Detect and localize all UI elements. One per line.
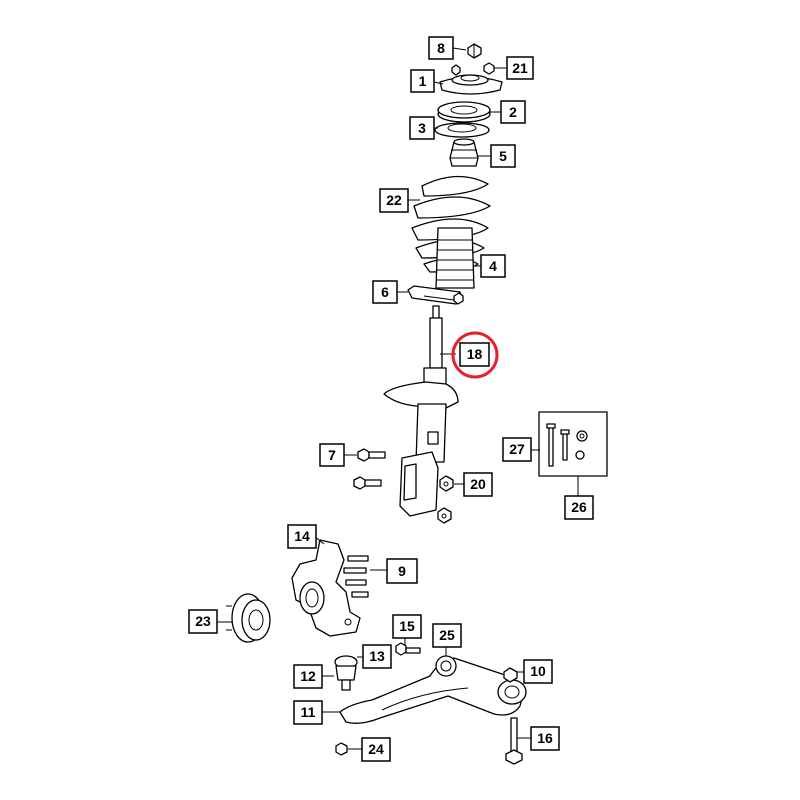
svg-text:27: 27 [509, 441, 525, 457]
callout-14: 14 [287, 524, 317, 549]
svg-text:16: 16 [537, 730, 553, 746]
callout-9: 9 [386, 558, 418, 584]
callout-21: 21 [506, 56, 534, 80]
svg-text:5: 5 [499, 148, 507, 164]
part-18-strut-assembly [383, 305, 459, 517]
svg-text:24: 24 [368, 741, 384, 757]
part-12-13-ball-joint [334, 655, 358, 691]
callout-13: 13 [362, 644, 392, 669]
part-6-isolator [407, 285, 464, 305]
svg-text:4: 4 [489, 258, 497, 274]
svg-text:18: 18 [467, 346, 483, 362]
part-11-25-lower-control-arm [339, 655, 527, 724]
callout-22: 22 [379, 188, 409, 213]
part-26-27-hardware-kit [538, 411, 608, 477]
svg-text:15: 15 [399, 618, 415, 634]
callout-27: 27 [502, 437, 532, 462]
part-23-hub-bearing [226, 593, 271, 643]
svg-text:9: 9 [398, 563, 406, 579]
callout-5: 5 [490, 144, 516, 168]
part-7-bolts [353, 448, 386, 490]
part-8-nut [467, 43, 482, 59]
callout-12: 12 [293, 664, 323, 689]
svg-text:3: 3 [418, 120, 426, 136]
svg-text:8: 8 [437, 40, 445, 56]
callout-1: 1 [410, 69, 435, 93]
callout-11: 11 [293, 700, 323, 725]
part-1-upper-mount [439, 74, 503, 95]
highlight-circle [451, 331, 499, 379]
part-20-nuts [437, 475, 454, 524]
callout-2: 2 [500, 100, 526, 124]
callout-15: 15 [392, 614, 422, 639]
part-10-nut [503, 667, 518, 683]
svg-text:22: 22 [386, 192, 402, 208]
callout-20: 20 [463, 472, 493, 497]
callout-3: 3 [409, 116, 435, 140]
part-5-jounce-bumper [449, 138, 479, 167]
svg-text:6: 6 [381, 284, 389, 300]
callout-18-highlighted: 18 [451, 331, 499, 379]
part-24-nut [335, 742, 348, 756]
svg-text:10: 10 [530, 663, 546, 679]
callout-24: 24 [361, 737, 391, 762]
leader-1 [433, 81, 444, 85]
svg-text:26: 26 [571, 499, 587, 515]
svg-text:21: 21 [512, 60, 528, 76]
svg-text:20: 20 [470, 476, 486, 492]
svg-text:7: 7 [328, 447, 336, 463]
part-3-spring-seat [434, 122, 490, 138]
part-15-bolt [395, 642, 421, 656]
leader-8 [452, 47, 467, 51]
callout-4: 4 [480, 254, 506, 278]
part-9-bolts [343, 555, 369, 598]
svg-text:11: 11 [301, 704, 316, 720]
part-16-bolt [505, 717, 523, 765]
part-2-bearing [437, 101, 491, 123]
callout-8: 8 [428, 36, 454, 60]
svg-text:23: 23 [195, 613, 211, 629]
callout-7: 7 [319, 443, 345, 467]
callout-23: 23 [188, 609, 218, 634]
svg-text:13: 13 [369, 648, 385, 664]
callout-6: 6 [372, 280, 398, 304]
callout-10: 10 [523, 659, 553, 684]
svg-text:1: 1 [419, 73, 427, 89]
callout-25: 25 [432, 623, 462, 648]
callout-26: 26 [564, 495, 594, 520]
svg-text:14: 14 [294, 528, 310, 544]
callout-16: 16 [530, 726, 560, 751]
part-4-dust-boot [435, 227, 475, 289]
svg-text:2: 2 [509, 104, 517, 120]
part-14-steering-knuckle [291, 539, 361, 637]
svg-text:12: 12 [300, 668, 316, 684]
svg-text:25: 25 [439, 627, 455, 643]
part-21-nuts [451, 62, 495, 76]
